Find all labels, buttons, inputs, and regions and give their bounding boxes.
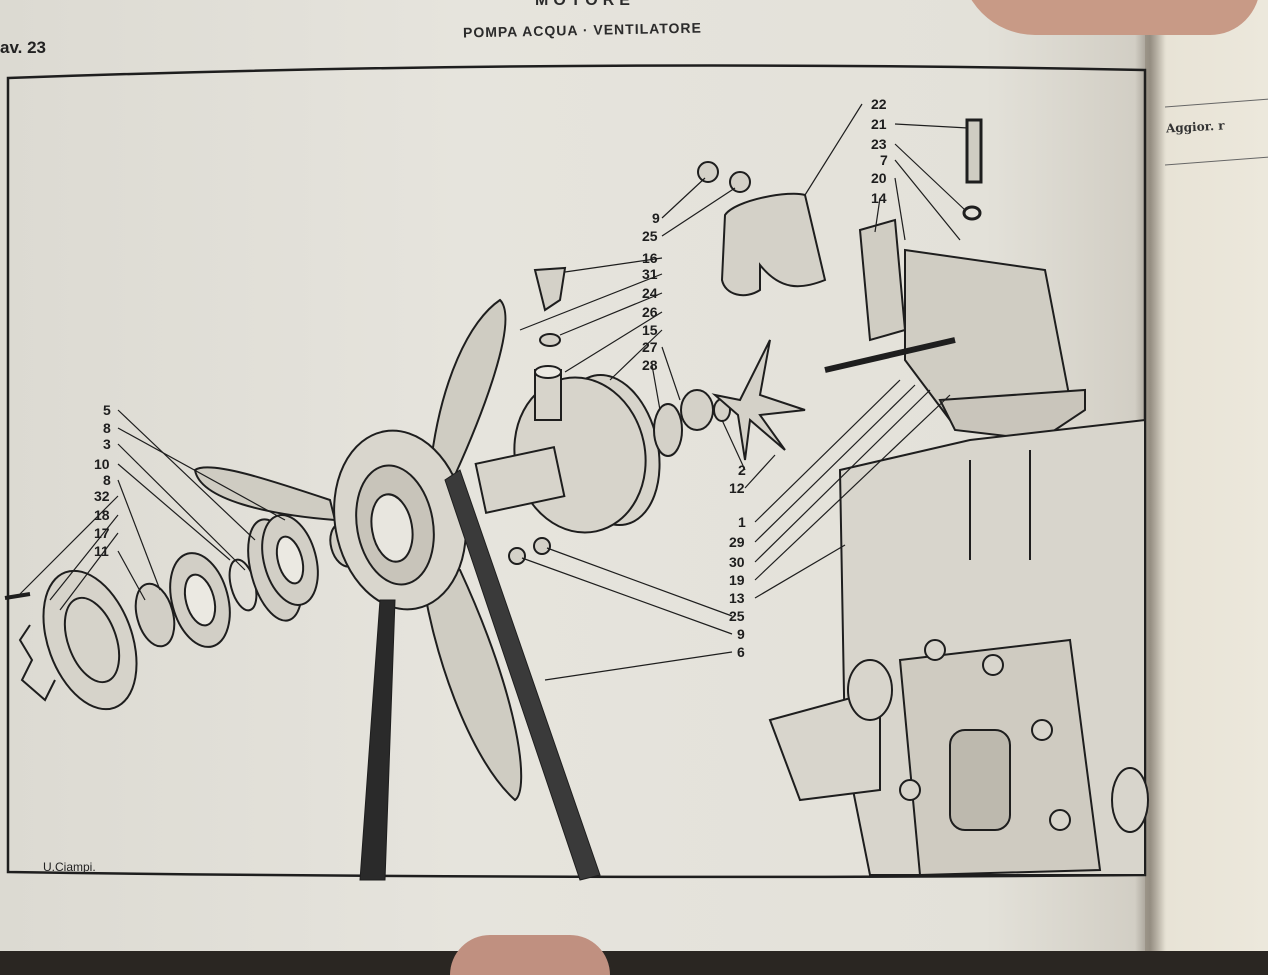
thermostat-housing [824,218,1086,442]
callout: 20 [871,170,887,186]
callout: 8 [103,472,111,488]
callout: 23 [871,136,887,152]
callout: 10 [94,456,110,472]
callout: 25 [642,228,658,244]
callout: 26 [642,304,658,320]
callout: 9 [737,626,745,642]
callout: 19 [729,572,745,588]
section-title: MOTORE [535,0,635,9]
callout: 14 [871,190,887,206]
callout: 11 [94,543,109,559]
callout: 24 [642,285,658,301]
callout: 2 [738,462,746,478]
callout: 1 [738,514,746,530]
callout: 32 [94,488,110,504]
callout: 6 [737,644,745,660]
leader-lines [19,103,969,681]
callout: 18 [94,507,110,523]
callout: 13 [729,590,745,606]
callout: 22 [871,96,887,112]
callout: 5 [103,402,111,418]
callout: 27 [642,339,658,355]
callout: 28 [642,357,658,373]
illustrator-signature: U.Ciampi. [43,860,96,874]
impeller-parts [508,161,806,565]
callout: 31 [642,266,658,282]
pump-body [474,365,661,534]
lancia-emblem [949,729,1011,831]
callout: 15 [642,322,658,338]
callout: 21 [871,116,887,132]
callout: 12 [729,480,745,496]
finger-bottom [450,935,610,975]
water-outlet-elbow [720,192,827,297]
callout: 3 [103,436,111,452]
exploded-view-drawing [4,64,1149,881]
callout: 30 [729,554,745,570]
plate-number: av. 23 [0,38,47,57]
callout: 17 [94,525,110,541]
v-belt [359,599,396,881]
callout: 25 [729,608,745,624]
finger-top [960,0,1260,35]
update-table-lines [1164,98,1268,166]
v-belt-front [444,469,601,881]
flange-cover [18,569,138,711]
callout: 16 [642,250,658,266]
engine-block [768,418,1149,877]
callout: 8 [103,420,111,436]
bearing-stack [134,514,361,648]
stud [962,118,983,221]
callout: 29 [729,534,745,550]
fan [193,298,523,802]
callout: 9 [652,210,660,226]
bolt [4,592,31,600]
callout: 7 [880,152,888,168]
